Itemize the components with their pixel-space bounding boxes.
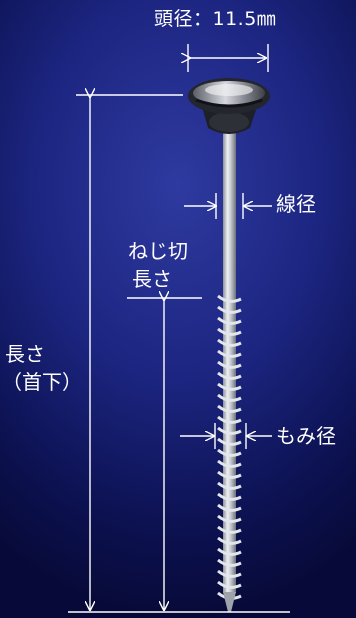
length-label-line2: （首下） [2,370,82,394]
thread-ridge [217,294,242,303]
thread-ridge [217,503,242,512]
root-diameter-label: もみ径 [276,424,336,448]
thread-ridge [217,536,242,545]
thread-ridge [217,580,242,589]
screw-tip [223,592,236,612]
dimension-lines [68,44,290,613]
thread-ridge [217,360,242,369]
screw-image [188,78,270,612]
shaft-diameter-label: 線径 [276,192,316,216]
thread-ridge [217,404,242,413]
thread-ridge [217,338,242,347]
thread-ridge [217,393,242,402]
thread-ridge [217,525,242,534]
thread-ridge [217,327,242,336]
thread-ridge [217,558,242,567]
thread-ridge [217,349,242,358]
screw-threads [217,294,242,600]
thread-ridge [217,371,242,380]
thread-ridge [217,448,242,457]
length-label-line1: 長さ [5,342,45,366]
thread-ridge [217,382,242,391]
thread-ridge [217,481,242,490]
thread-ridge [217,316,242,325]
thread-ridge [217,470,242,479]
thread-ridge [217,305,242,314]
thread-ridge [217,437,242,446]
thread-length-label-line1: ねじ切 [128,239,188,263]
thread-ridge [217,459,242,468]
thread-ridge [217,547,242,556]
head-diameter-label: 頭径：11.5㎜ [154,8,277,30]
thread-ridge [217,415,242,424]
thread-ridge [217,569,242,578]
thread-ridge [217,426,242,435]
thread-length-label-line2: 長さ [132,267,172,291]
thread-ridge [217,492,242,501]
thread-ridge [217,514,242,523]
